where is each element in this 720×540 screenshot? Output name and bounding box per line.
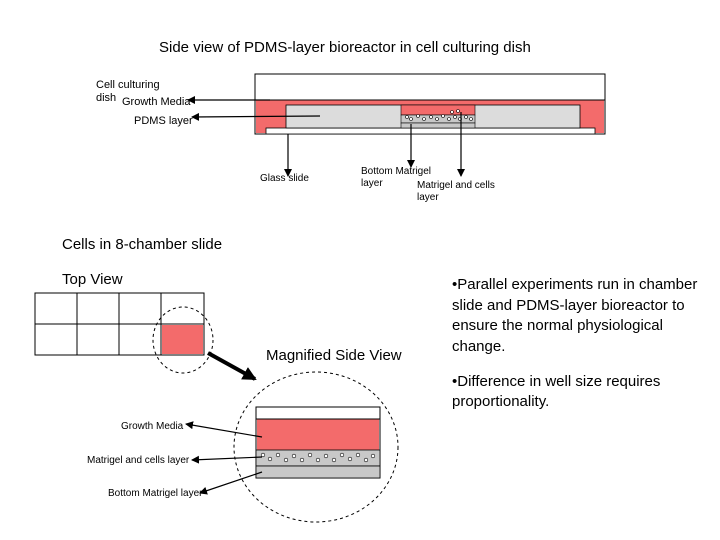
cells-top — [405, 109, 473, 121]
label-growth-media-top: Growth Media — [122, 96, 191, 108]
top-view-label: Top View — [62, 271, 123, 288]
zoom-circle-large — [233, 371, 399, 523]
label-bottom-matrigel-bottom: Bottom Matrigel layer — [108, 488, 203, 499]
magnified-bottom-matrigel — [255, 465, 381, 479]
label-dish-line2: dish — [96, 92, 117, 104]
highlighted-chamber — [162, 325, 203, 354]
magnified-growth-media — [257, 419, 379, 450]
well-media — [400, 104, 476, 116]
label-bottom-matrigel-line1: Bottom Matrigel — [361, 166, 432, 177]
label-glass-slide: Glass slide — [260, 173, 309, 184]
bottom-matrigel-layer — [400, 122, 476, 129]
section-heading: Cells in 8-chamber slide — [62, 236, 223, 253]
glass-slide — [265, 127, 596, 135]
label-growth-media-bottom: Growth Media — [121, 421, 184, 432]
bullet-item-2: •Difference in well size requires propor… — [452, 372, 661, 411]
magnified-view-label: Magnified Side View — [266, 347, 402, 364]
label-matrigel-cells-line2: layer — [417, 192, 439, 203]
bullet-list: •Parallel experiments run in chamber sli… — [452, 275, 702, 427]
bullet-item-1: •Parallel experiments run in chamber sli… — [452, 276, 698, 356]
zoom-circle-small — [152, 306, 214, 374]
bottom-label-arrows — [185, 421, 263, 495]
top-label-arrows — [187, 96, 465, 177]
cells-magnified — [260, 452, 376, 463]
label-matrigel-cells-bottom: Matrigel and cells layer — [87, 455, 190, 466]
label-matrigel-cells-line1: Matrigel and cells — [417, 180, 495, 191]
page-title: Side view of PDMS-layer bioreactor in ce… — [159, 39, 531, 56]
label-dish-line1: Cell culturing — [96, 79, 160, 91]
dish-side-view — [254, 73, 606, 135]
magnified-side-view — [233, 371, 399, 523]
label-pdms: PDMS layer — [134, 115, 193, 127]
magnify-arrow — [207, 351, 257, 381]
chamber-slide-top-view — [34, 292, 214, 374]
label-bottom-matrigel-line2: layer — [361, 178, 383, 189]
